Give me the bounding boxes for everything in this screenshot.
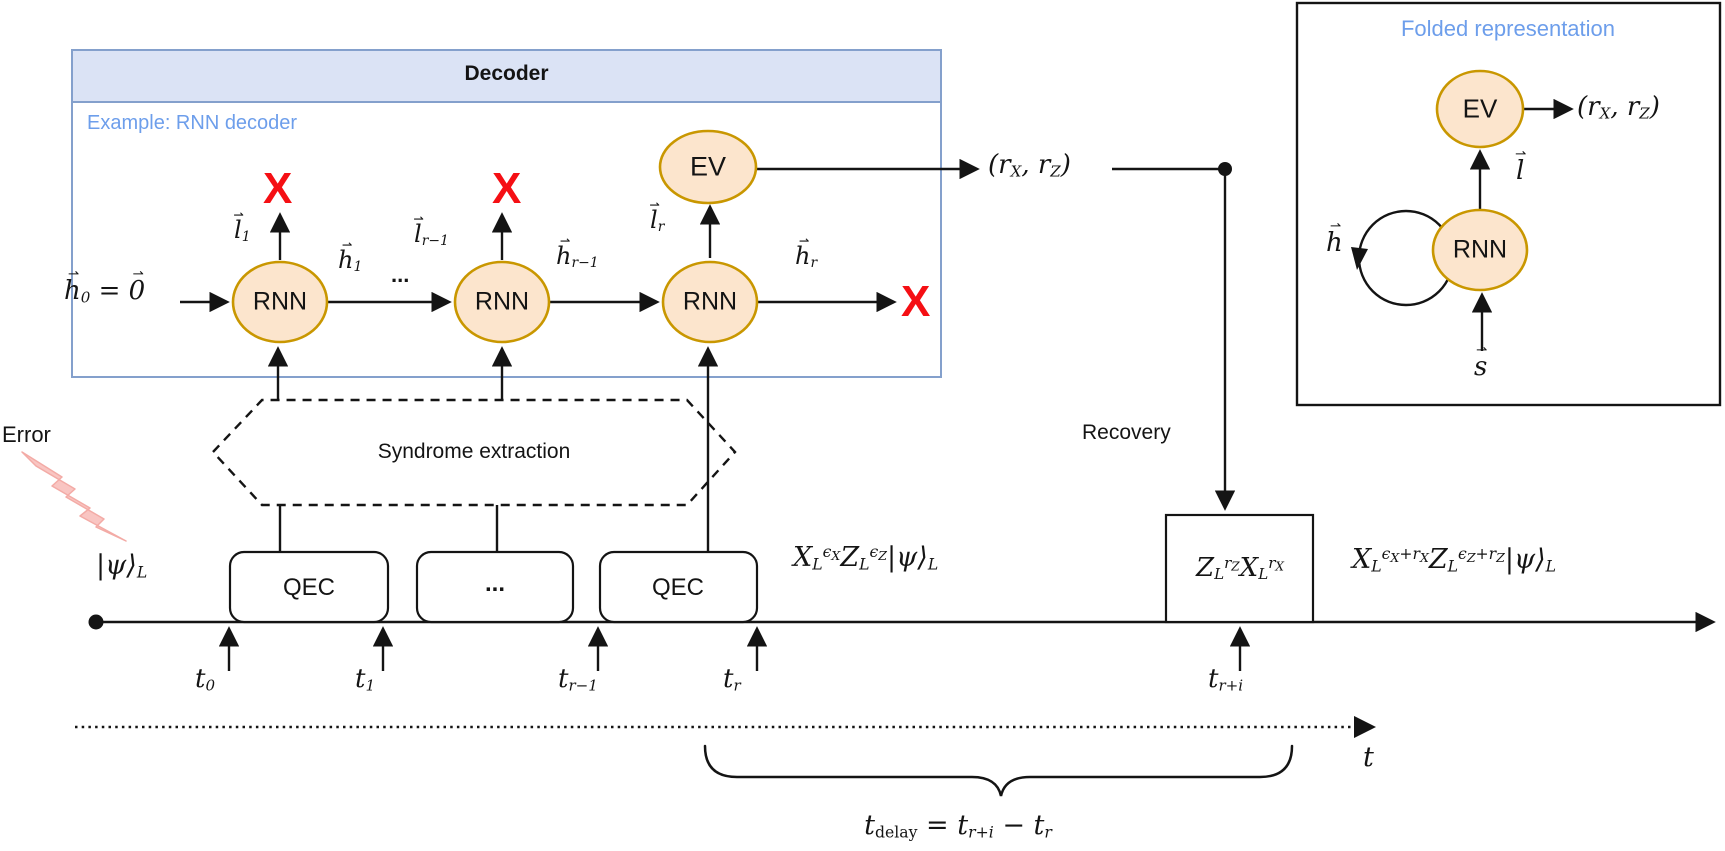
label-tr-1: tr−1 [558,664,598,695]
label-l-r: ⇀lr [649,196,665,236]
decoder-title: Decoder [464,62,549,85]
label-h0: ⇀h0 = ⇀0 [64,266,146,307]
delay-brace [703,744,1294,797]
label-l1: ⇀l1 [233,206,251,246]
folded-ev-node [1435,69,1525,149]
ev-node [658,129,758,205]
syndrome-extraction-label: Syndrome extraction [377,440,571,463]
folded-rnn-node [1431,208,1529,292]
t-delay-formula: tdelay = tr+i − tr [864,810,1052,842]
label-tr: tr [723,664,741,695]
x-mark-2: X [492,164,522,213]
label-h1: ⇀h1 [338,236,363,276]
rnn3-label: RNN [682,287,738,316]
folded-l-label: ⇀l [1515,146,1527,186]
folded-representation-box [1295,1,1722,407]
folded-loop-arrowhead-icon [1351,247,1368,270]
folded-rnn-label: RNN [1452,235,1508,264]
qec-dots-label: ... [484,570,506,597]
folded-ev-label: EV [1462,93,1498,124]
state-psi: |ψ⟩L [96,550,148,582]
decoder-subtitle: Example: RNN decoder [87,112,298,134]
state-final: XLϵX+rXZLϵZ+rZ|ψ⟩L [1352,544,1557,576]
output-rxrz: (rX, rZ) [988,150,1071,181]
qec2-label: QEC [651,574,705,601]
folded-s-label: ⇀s [1474,342,1488,382]
rnn3-node [661,260,759,344]
error-label: Error [2,422,51,447]
label-t0: t0 [195,664,216,695]
decoder-header [71,49,942,103]
syndrome-extraction-hexagon [211,398,737,507]
rnn2-node [453,260,551,344]
time-axis-label: t [1363,742,1374,773]
recovery-box [1164,513,1315,624]
folded-title: Folded representation [1400,16,1616,41]
x-mark-1: X [263,164,293,213]
x-mark-3: X [901,277,931,326]
rnn1-label: RNN [252,287,308,316]
label-t1: t1 [355,664,376,695]
label-tri: tr+i [1208,664,1244,695]
folded-rxrz: (rX, rZ) [1577,92,1660,123]
timeline-start-dot [88,614,104,630]
label-h-r-1: ⇀hr−1 [556,232,599,272]
label-l-r-1: ⇀lr−1 [413,210,449,250]
qec1-box [228,550,390,624]
recovery-label: Recovery [1082,421,1171,444]
rnn1-node [231,260,329,344]
rnn2-label: RNN [474,287,530,316]
ev-label: EV [689,151,727,182]
folded-h-label: ⇀h [1326,218,1343,258]
recovery-operator: ZLrZXLrX [1195,552,1285,584]
label-arrow-dots: ... [391,262,410,287]
qec2-box [598,550,759,624]
error-lightning-icon [21,451,127,542]
state-mid: XLϵXZLϵZ|ψ⟩L [793,542,939,574]
label-h-r: ⇀hr [795,232,818,272]
qec-dots-box [415,550,575,624]
qec1-label: QEC [282,574,336,601]
